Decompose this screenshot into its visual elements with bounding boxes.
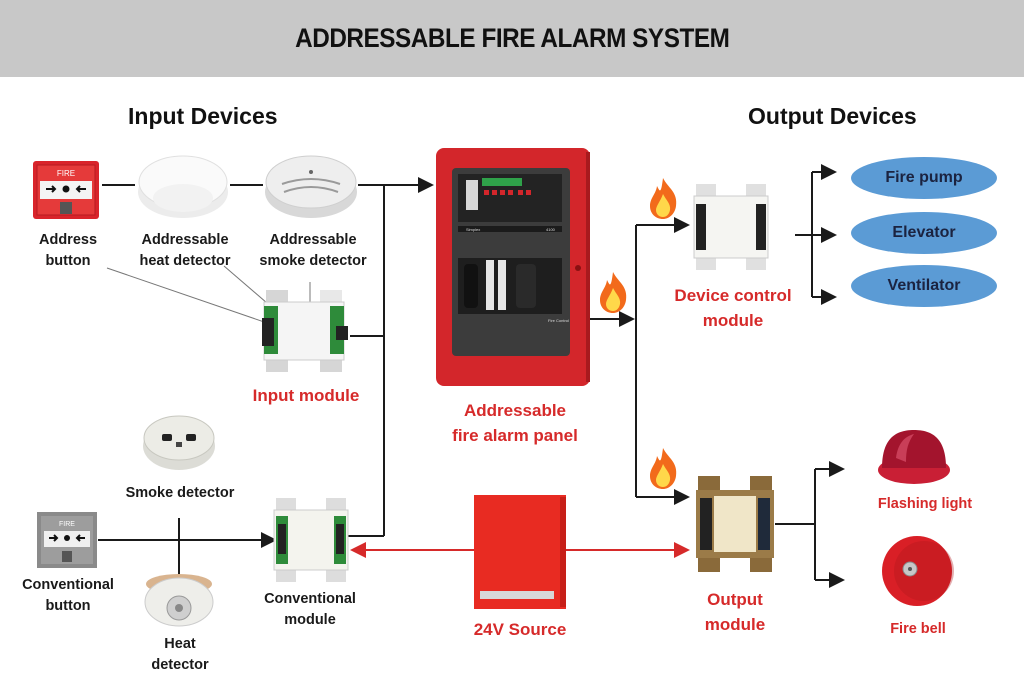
input-module-device — [258, 288, 350, 374]
label-line: Conventional — [264, 591, 356, 607]
conventional-module-device — [272, 498, 350, 582]
conventional-button-device: FIRE — [36, 511, 98, 569]
power-supply-device — [474, 495, 566, 609]
label-line: Addressable — [463, 401, 567, 420]
svg-text:Simplex: Simplex — [466, 227, 480, 232]
svg-text:FIRE: FIRE — [59, 521, 75, 528]
label-line: module — [704, 615, 766, 634]
label-line: Addressable — [269, 232, 357, 248]
flashing-light-device — [876, 428, 952, 488]
fire-alarm-panel-device: Simplex 4100 Fire Control — [436, 148, 590, 386]
svg-text:Fire Control: Fire Control — [548, 318, 569, 323]
smoke-detector-label: Smoke detector — [125, 485, 235, 501]
label-line: Device control — [674, 286, 792, 305]
smoke-detector-device — [142, 412, 216, 472]
label-line: button — [45, 598, 91, 614]
power-supply-label: 24V Source — [473, 620, 567, 639]
output-module-device — [694, 476, 776, 572]
heat-detector-device — [144, 572, 214, 630]
fire-bell-device — [880, 534, 954, 608]
label-line: Address — [38, 232, 98, 248]
elevator-target: Elevator — [851, 212, 997, 254]
flame-icon — [646, 446, 680, 495]
label-line: smoke detector — [259, 253, 367, 269]
label-line: fire alarm panel — [452, 426, 578, 445]
flame-icon — [646, 176, 680, 225]
diagram-title: ADDRESSABLE FIRE ALARM SYSTEM — [294, 23, 730, 53]
flame-icon — [596, 270, 630, 319]
addressable-heat-detector-label: Addressable heat detector — [130, 230, 240, 272]
fire-pump-target: Fire pump — [851, 157, 997, 199]
input-devices-heading: Input Devices — [128, 103, 278, 129]
label-line: button — [45, 253, 91, 269]
addressable-smoke-detector-device — [264, 152, 358, 220]
input-module-label: Input module — [252, 386, 360, 405]
addressable-heat-detector-device — [137, 152, 229, 220]
addressable-smoke-detector-label: Addressable smoke detector — [252, 230, 374, 272]
conventional-button-label: Conventional button — [18, 575, 118, 617]
title-bar: ADDRESSABLE FIRE ALARM SYSTEM — [0, 0, 1024, 77]
address-button-label: Address button — [28, 230, 108, 272]
label-line: detector — [151, 657, 209, 673]
device-control-module-label: Device control module — [665, 283, 801, 333]
label-line: module — [284, 612, 336, 628]
label-line: Addressable — [141, 232, 229, 248]
label-line: module — [702, 311, 764, 330]
address-button-device: FIRE — [32, 160, 100, 220]
fire-alarm-panel-label: Addressable fire alarm panel — [430, 398, 600, 448]
label-line: Output — [707, 590, 763, 609]
heat-detector-label: Heat detector — [130, 634, 230, 676]
label-line: heat detector — [139, 253, 231, 269]
output-module-label: Output module — [670, 587, 800, 637]
svg-text:4100: 4100 — [546, 227, 556, 232]
device-control-module-device — [692, 184, 770, 270]
svg-text:FIRE: FIRE — [57, 169, 75, 178]
fire-bell-label: Fire bell — [890, 621, 946, 637]
ventilator-target: Ventilator — [851, 265, 997, 307]
label-line: Heat — [164, 636, 196, 652]
output-devices-heading: Output Devices — [748, 103, 917, 129]
flashing-light-label: Flashing light — [877, 496, 973, 512]
label-line: Conventional — [22, 577, 114, 593]
conventional-module-label: Conventional module — [255, 589, 365, 631]
